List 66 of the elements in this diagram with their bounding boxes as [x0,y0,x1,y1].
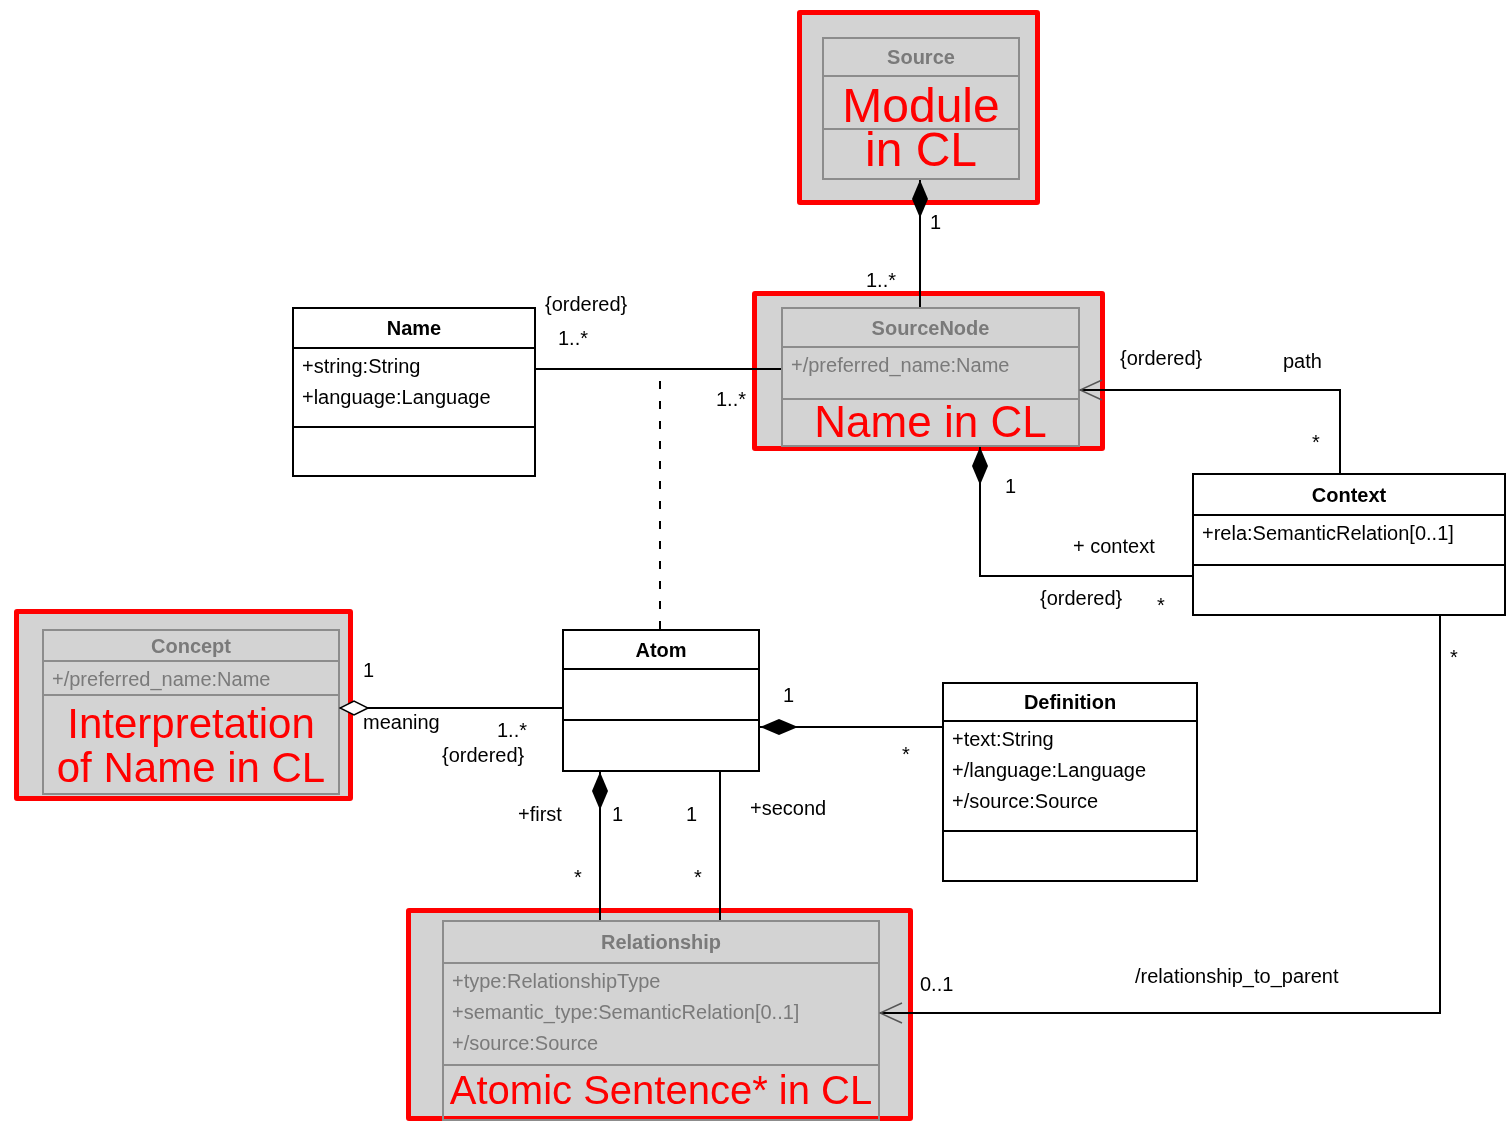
multiplicity-label: * [694,865,702,889]
association-line [535,368,782,370]
class-name: SourceNode [871,317,990,338]
attribute-text: +rela:SemanticRelation[0..1] [1202,521,1455,546]
multiplicity-label: +first [518,802,562,826]
attribute-text: +string:String [302,354,422,379]
multiplicity-label: * [1450,645,1458,669]
annotation-text: Name in CL [783,400,1078,444]
attribute-text: +/source:Source [952,789,1100,814]
highlight-frame [752,291,1105,451]
multiplicity-label: 1 [363,658,375,682]
attribute-text: +language:Language [302,385,492,410]
multiplicity-label: {ordered} [1120,346,1203,370]
class-name: Atom [635,639,687,660]
class-box [562,629,760,772]
attribute-text: +/source:Source [452,1031,600,1056]
association-arrow [1079,379,1341,474]
multiplicity-label: +second [750,796,827,820]
highlight-frame [797,10,1040,205]
highlight-frame [406,908,913,1121]
multiplicity-label: 1 [1005,474,1017,498]
attribute-text: +type:RelationshipType [452,969,662,994]
association-line [719,771,721,921]
multiplicity-label: 1..* [497,718,528,742]
multiplicity-label: 0..1 [920,972,954,996]
multiplicity-label: * [902,742,910,766]
attribute-text: +/preferred_name:Name [52,667,272,693]
association-arrow [879,615,1441,1024]
multiplicity-label: meaning [363,710,440,734]
class-box [781,307,1080,447]
attribute-text: +semantic_type:SemanticRelation[0..1] [452,1000,801,1026]
multiplicity-label: 1..* [558,326,589,350]
multiplicity-label: /relationship_to_parent [1135,964,1339,988]
annotation-text: Module in CL [824,84,1018,172]
multiplicity-label: 1 [686,802,698,826]
class-box [442,920,880,1121]
class-name: Concept [151,635,231,656]
class-box [1192,473,1506,616]
multiplicity-label: * [1312,430,1320,454]
multiplicity-label: path [1283,349,1322,373]
multiplicity-label: {ordered} [1040,586,1123,610]
class-name: Definition [1023,692,1117,712]
class-name: Relationship [601,932,721,952]
annotation-text: Interpretation of Name in CL [44,702,338,790]
class-box [42,629,340,795]
annotation-text: Atomic Sentence* in CL [444,1068,878,1112]
class-box [942,682,1198,882]
multiplicity-label: 1 [612,802,624,826]
class-name: Name [386,318,442,338]
attribute-text: +text:String [952,727,1055,752]
class-box [822,37,1020,180]
class-name: Source [887,47,955,67]
multiplicity-label: {ordered} [545,292,628,316]
multiplicity-label: 1 [930,210,942,234]
class-name: Context [1311,484,1387,505]
multiplicity-label: * [574,865,582,889]
multiplicity-label: 1 [783,683,795,707]
attribute-text: +/preferred_name:Name [791,353,1011,379]
multiplicity-label: 1..* [716,387,747,411]
attribute-text: +/language:Language [952,758,1148,783]
multiplicity-label: 1..* [866,268,897,292]
class-box [292,307,536,477]
multiplicity-label: + context [1073,534,1155,558]
highlight-frame [14,609,353,801]
multiplicity-label: {ordered} [442,743,525,767]
multiplicity-label: * [1157,593,1165,617]
